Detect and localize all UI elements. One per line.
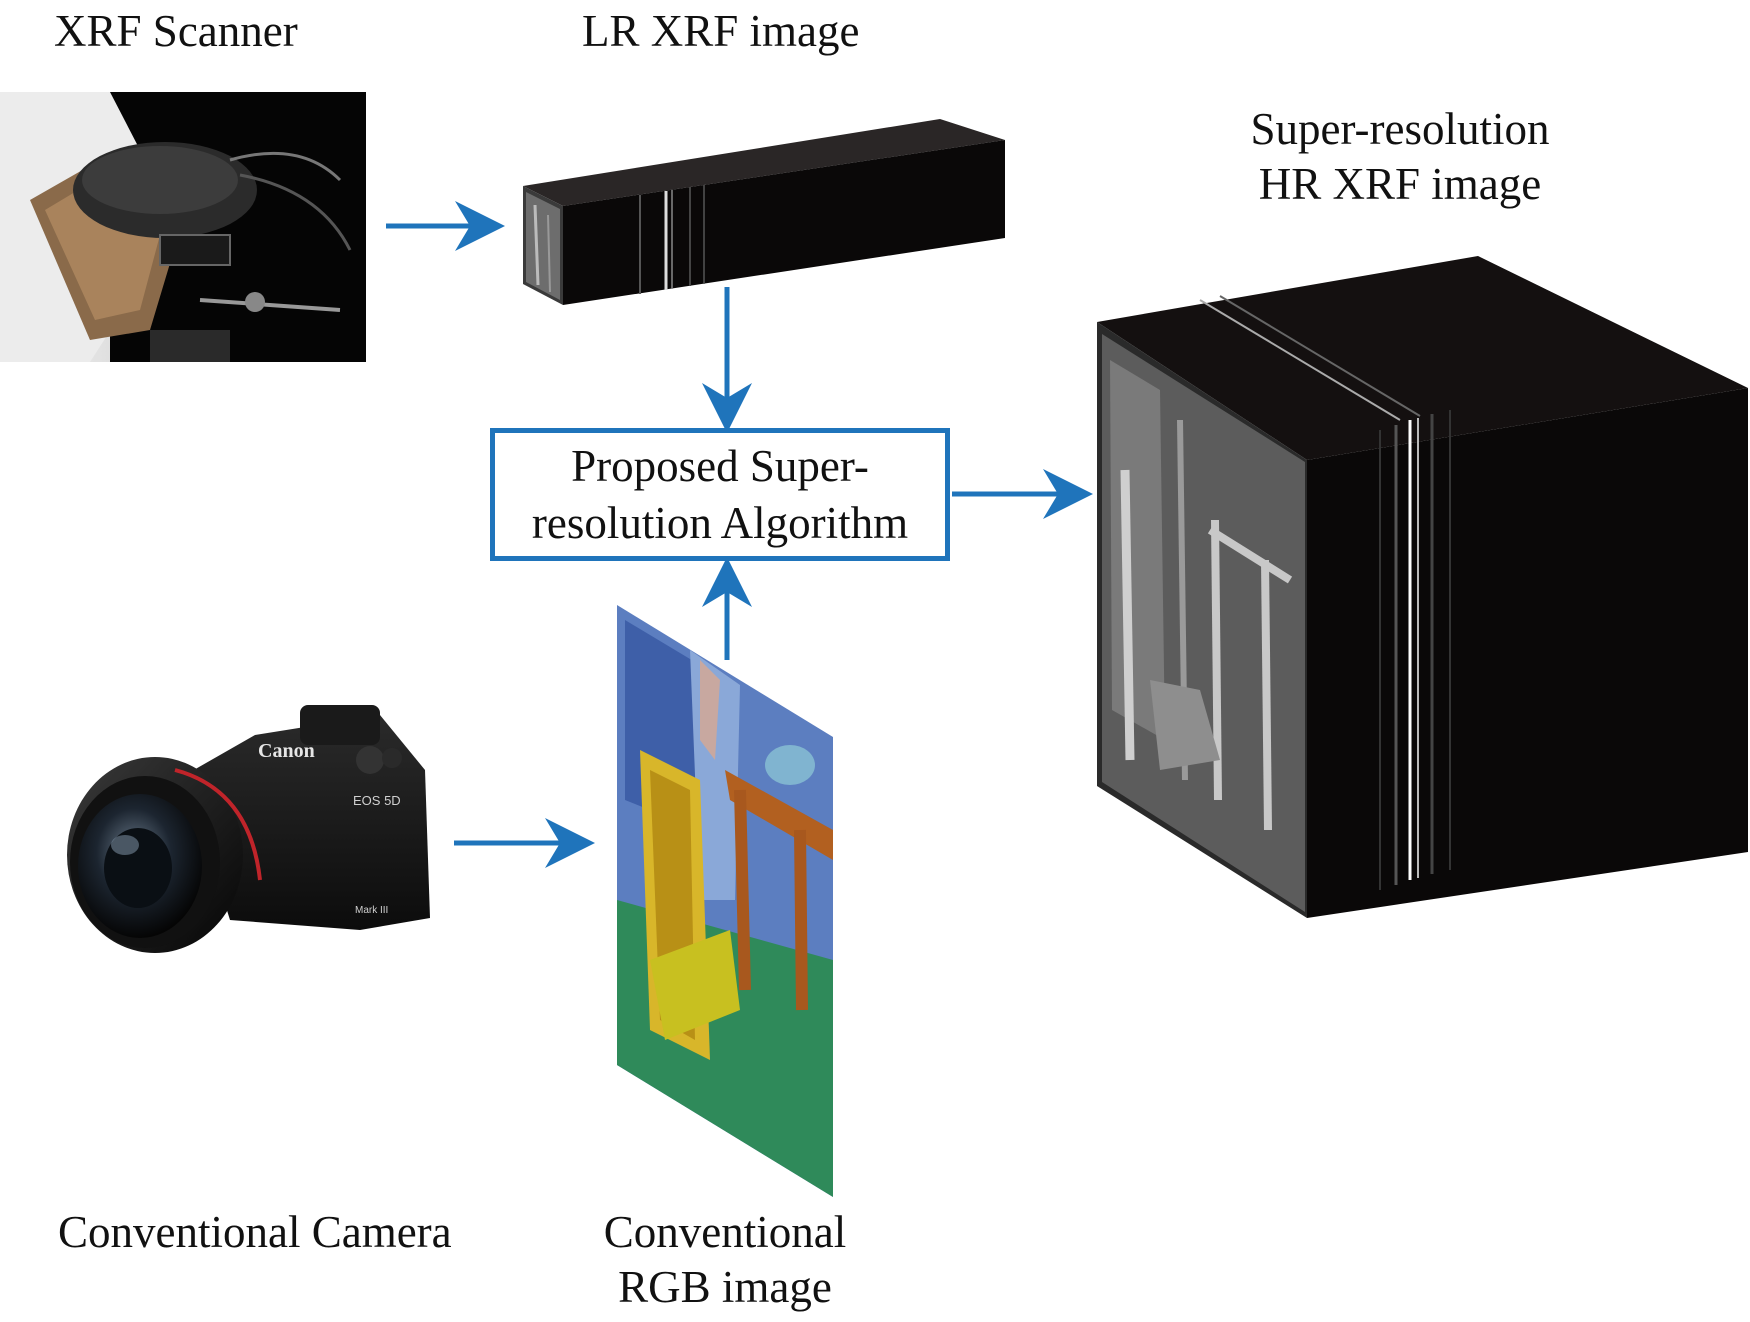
xrf-scanner-label: XRF Scanner	[54, 6, 298, 56]
hr-xrf-cube	[1097, 256, 1748, 918]
arrows	[386, 201, 1093, 868]
hr-xrf-label-line1: Super-resolution	[1250, 104, 1550, 154]
algorithm-box: Proposed Super- resolution Algorithm	[490, 428, 950, 561]
hr-xrf-label-line2: HR XRF image	[1258, 158, 1542, 209]
rgb-label-line2: RGB image	[618, 1261, 832, 1312]
lr-xrf-cuboid	[523, 119, 1005, 305]
camera-illustration: Canon EOS 5D Mark III	[67, 705, 430, 953]
lr-xrf-label: LR XRF image	[582, 6, 860, 56]
rgb-label-line1: Conventional	[603, 1207, 847, 1257]
rgb-label: Conventional RGB image	[555, 1205, 895, 1315]
xrf-scanner-photo	[0, 92, 366, 362]
algorithm-label-line2: resolution Algorithm	[531, 497, 909, 548]
camera-brand-text: Canon	[258, 740, 315, 762]
camera-mark-text: Mark III	[355, 905, 388, 916]
rgb-painting	[617, 605, 833, 1197]
hr-xrf-label: Super-resolution HR XRF image	[1200, 102, 1600, 212]
algorithm-label-line1: Proposed Super-	[571, 441, 869, 492]
camera-model-text: EOS 5D	[353, 793, 401, 808]
camera-label: Conventional Camera	[58, 1207, 452, 1257]
